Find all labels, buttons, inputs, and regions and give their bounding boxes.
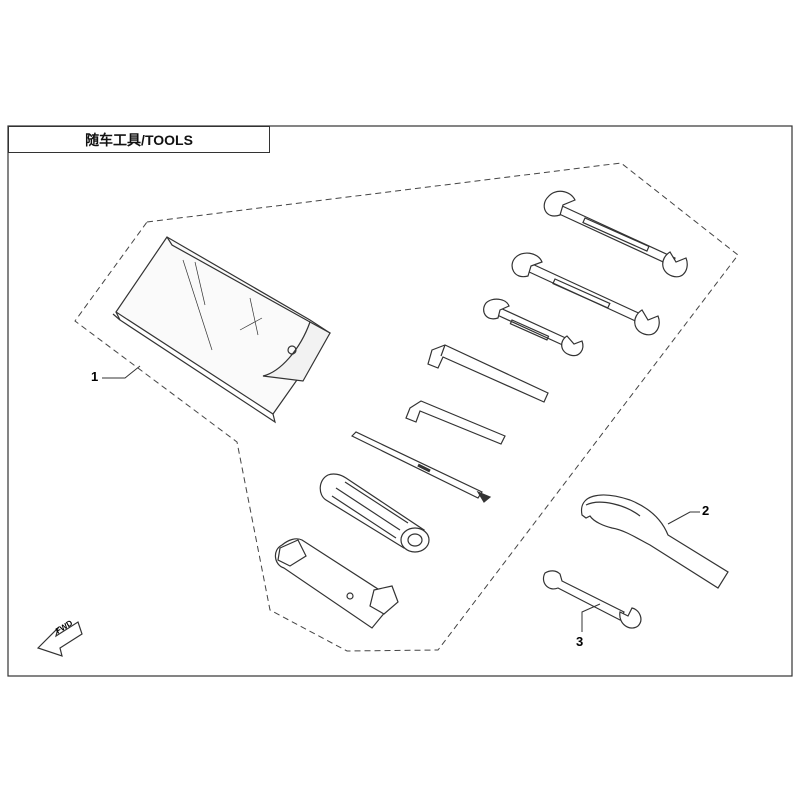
fwd-arrow-icon xyxy=(36,621,83,657)
kit-boundary xyxy=(74,162,739,652)
frame-border xyxy=(7,125,793,677)
socket-wrench xyxy=(274,538,399,629)
tool-bag xyxy=(112,236,331,424)
hex-key-large xyxy=(427,344,549,403)
open-end-wrench-large xyxy=(543,190,688,278)
open-end-wrench-small xyxy=(483,298,584,357)
callout-1: 1 xyxy=(91,369,99,384)
open-end-wrench-medium xyxy=(511,252,660,336)
small-open-end-wrench xyxy=(542,570,642,629)
hex-key-small xyxy=(405,400,506,445)
callout-3: 3 xyxy=(576,634,584,649)
callout-2: 2 xyxy=(702,503,710,518)
screwdriver-shaft xyxy=(350,431,492,503)
leader-lines xyxy=(102,365,700,632)
screwdriver-handle xyxy=(319,473,430,553)
hook-spanner xyxy=(581,494,729,589)
